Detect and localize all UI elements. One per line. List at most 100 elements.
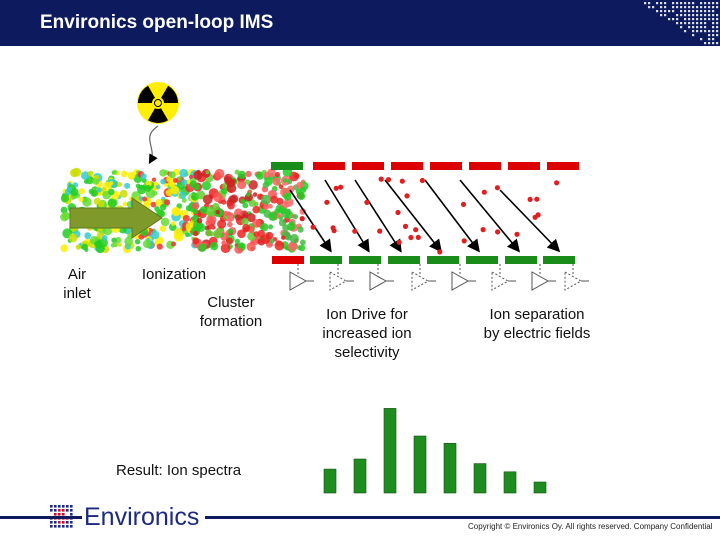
ion-particle [224, 176, 233, 185]
ion-particle [198, 243, 207, 252]
ion-particle [127, 171, 136, 180]
logo-dot [70, 505, 73, 508]
ion-particle [160, 178, 166, 185]
ion-particle [205, 170, 210, 175]
logo-dot [58, 505, 61, 508]
drifting-ion [415, 234, 421, 240]
drift-arrow [459, 179, 521, 253]
ion-particle [122, 201, 128, 207]
ion-particle [196, 190, 206, 200]
ion-particle [300, 239, 306, 246]
bottom-electrode [543, 256, 575, 264]
logo-dot [66, 505, 69, 508]
ion-particle [151, 190, 158, 196]
bottom-electrode [505, 256, 537, 264]
ion-particle [102, 235, 108, 241]
ion-particle [154, 206, 160, 212]
ion-particle [155, 184, 161, 190]
drifting-ions [289, 176, 561, 255]
ion-particle [245, 179, 251, 185]
ion-particle [196, 223, 206, 232]
ion-particle [246, 213, 256, 223]
spectrum-bar-6 [473, 463, 487, 494]
amplifier-symbol [531, 271, 550, 291]
ion-particle [292, 214, 299, 220]
ion-particle [268, 203, 273, 209]
ion-particle [227, 221, 233, 228]
ion-particle [264, 177, 273, 186]
ion-particle [276, 197, 284, 205]
ion-particle [242, 224, 251, 232]
radiation-icon [137, 82, 179, 124]
ion-particle [170, 185, 180, 195]
ion-particle [252, 205, 260, 214]
ion-particle [288, 241, 298, 252]
ion-particle [134, 239, 141, 245]
top-electrode [271, 162, 303, 170]
ion-particle [272, 177, 281, 186]
drifting-ion [495, 229, 501, 235]
spectrum-bar-3 [383, 408, 397, 494]
logo-dot [50, 525, 53, 528]
ion-particle [163, 199, 171, 206]
ion-particle [287, 179, 293, 185]
top-electrode [430, 162, 462, 170]
ion-particle [214, 168, 225, 179]
ion-particle [173, 228, 183, 238]
ion-particle [268, 224, 274, 230]
ion-particle [205, 229, 213, 237]
logo-dot [66, 509, 69, 512]
ion-particle [278, 184, 284, 190]
ion-particle [68, 233, 78, 243]
ion-particle [221, 187, 228, 195]
ion-particle [237, 247, 243, 253]
ion-particle [151, 177, 157, 182]
logo-dot [58, 513, 61, 516]
ion-particle [160, 217, 170, 227]
ion-particle [261, 194, 271, 205]
ion-particle [97, 200, 105, 208]
ion-particle [289, 234, 299, 244]
ion-particle [245, 170, 252, 178]
ion-particle [260, 234, 271, 244]
drifting-ion [352, 228, 358, 234]
ion-particle [193, 230, 199, 237]
ion-particle [252, 192, 258, 197]
amplifier-symbol [451, 271, 470, 291]
drifting-ion [408, 234, 414, 241]
ion-particle [237, 180, 247, 190]
bottom-electrode [272, 256, 304, 264]
drifting-ion [527, 196, 533, 202]
ion-particle [225, 237, 233, 245]
ion-particle [124, 182, 131, 189]
amplifier-symbol [564, 271, 583, 291]
ion-particle [112, 169, 118, 175]
top-electrode [508, 162, 540, 170]
ion-particle [70, 188, 79, 197]
ion-particle [212, 202, 220, 211]
arrow-right-icon [69, 197, 163, 239]
ion-particle [156, 243, 163, 250]
ion-particle [211, 225, 216, 230]
ion-particle [281, 201, 289, 209]
drift-arrow [354, 179, 402, 253]
drifting-ion [399, 178, 405, 184]
top-electrode [391, 162, 423, 170]
ion-particle [90, 189, 99, 197]
ion-particle [60, 206, 68, 214]
drifting-ion [364, 199, 370, 205]
ion-particle [295, 188, 302, 195]
ion-particle [201, 181, 211, 191]
ion-particle [107, 198, 117, 208]
ion-particle [221, 199, 227, 205]
ion-particle [215, 210, 220, 215]
ion-particle [111, 237, 117, 243]
ion-particle [115, 236, 122, 244]
ion-particle [117, 182, 123, 187]
ion-particle [109, 181, 114, 186]
ion-particle [217, 219, 227, 229]
logo-dot [62, 505, 65, 508]
ion-particle [140, 173, 147, 180]
